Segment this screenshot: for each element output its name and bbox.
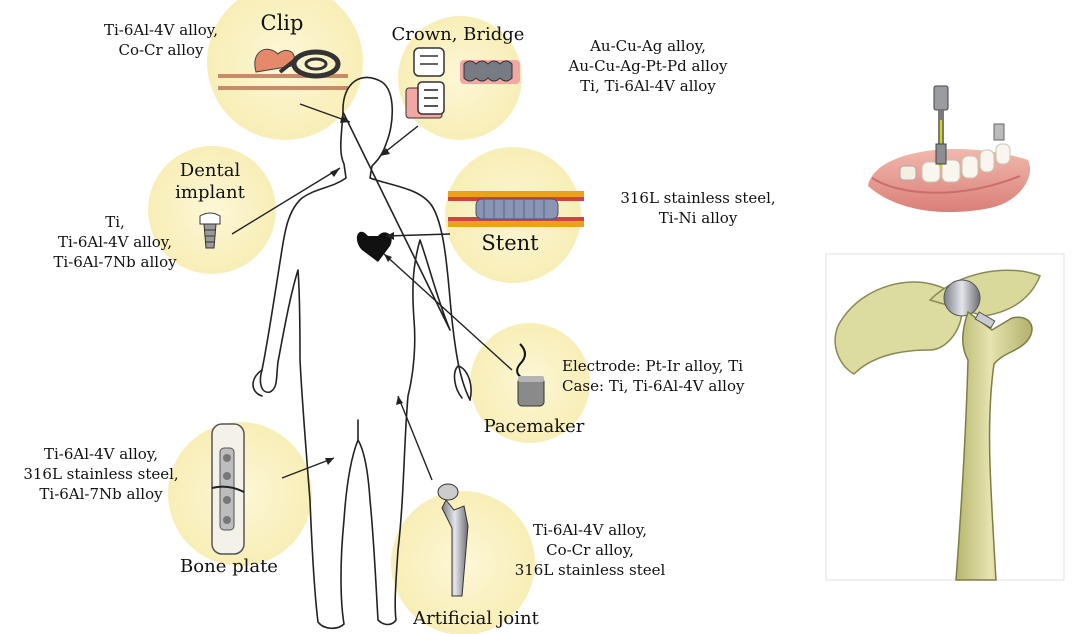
stent-materials: 316L stainless steel, Ti-Ni alloy (598, 188, 798, 228)
arrow-heads (325, 115, 403, 465)
dental-materials: Ti, Ti-6Al-4V alloy, Ti-6Al-7Nb alloy (30, 212, 200, 272)
crown-materials: Au-Cu-Ag alloy, Au-Cu-Ag-Pt-Pd alloy Ti,… (548, 36, 748, 96)
joint-title: Artificial joint (396, 608, 556, 630)
bone-materials: Ti-6Al-4V alloy, 316L stainless steel, T… (6, 444, 196, 504)
bone-plate-illustration (212, 424, 244, 554)
connector-lines (232, 104, 512, 480)
crown-title: Crown, Bridge (376, 24, 540, 46)
pacemaker-title: Pacemaker (474, 416, 594, 438)
clip-materials: Ti-6Al-4V alloy, Co-Cr alloy (66, 20, 256, 60)
bone-title: Bone plate (166, 556, 292, 578)
pacemaker-materials: Electrode: Pt-Ir alloy, Ti Case: Ti, Ti-… (562, 356, 812, 396)
stent-title: Stent (470, 232, 550, 254)
dental-title: Dental implant (160, 160, 260, 204)
joint-materials: Ti-6Al-4V alloy, Co-Cr alloy, 316L stain… (490, 520, 690, 580)
clip-title: Clip (250, 12, 314, 34)
dental-jaw-photo (868, 86, 1030, 212)
hip-replacement-photo (826, 254, 1064, 580)
